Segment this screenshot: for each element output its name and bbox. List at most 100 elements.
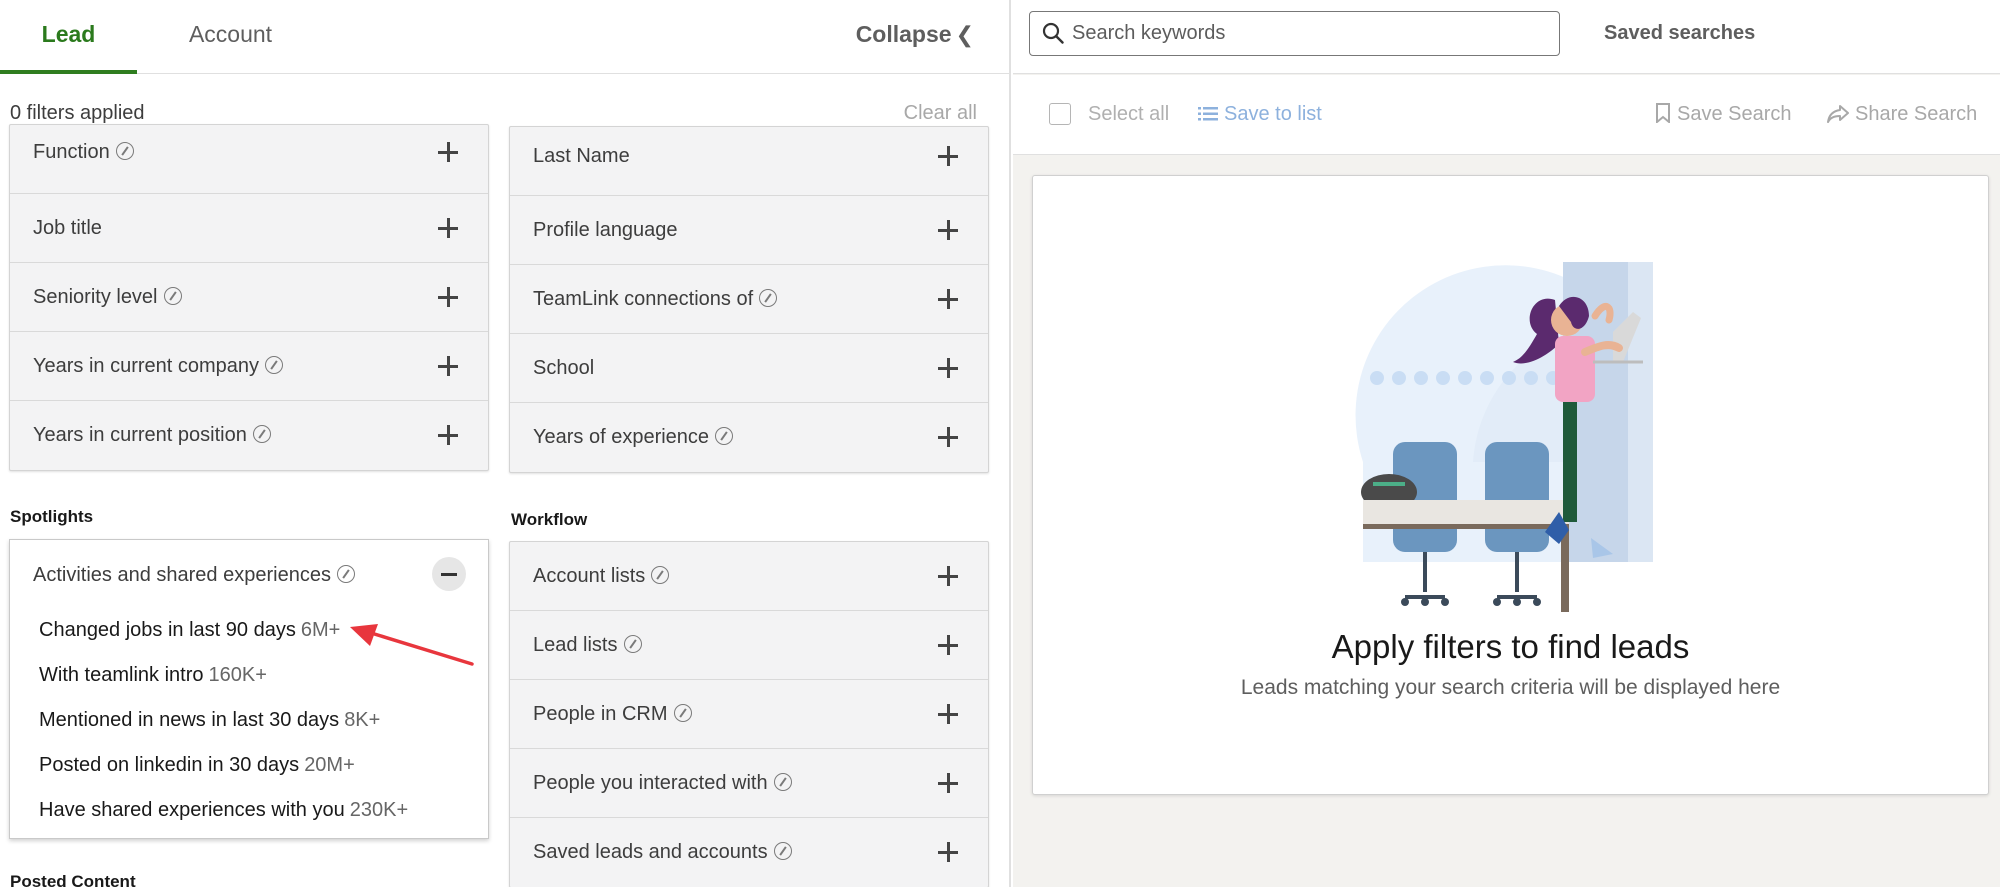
filter-teamlink-connections[interactable]: TeamLink connections of	[510, 265, 988, 334]
spotlight-option-count: 20M+	[304, 754, 355, 776]
filter-people-interacted-with[interactable]: People you interacted with	[510, 749, 988, 818]
lead-filters-column-right: Last Name Profile language TeamLink conn…	[509, 126, 989, 473]
filter-tabs: Lead Account Collapse❮	[0, 0, 1009, 74]
info-icon	[252, 425, 271, 443]
plus-icon[interactable]	[938, 773, 958, 793]
list-icon	[1198, 107, 1218, 121]
filter-function[interactable]: Function	[10, 125, 488, 194]
info-icon	[673, 704, 692, 722]
saved-searches-button[interactable]: Saved searches	[1604, 22, 1756, 44]
tab-account[interactable]: Account	[188, 21, 273, 47]
share-search-button[interactable]: Share Search	[1827, 103, 1977, 126]
workflow-filters: Account lists Lead lists People in CRM P…	[509, 541, 989, 887]
filter-account-lists[interactable]: Account lists	[510, 542, 988, 611]
plus-icon[interactable]	[438, 287, 458, 307]
spotlight-option-label: Posted on linkedin in 30 days	[39, 754, 300, 776]
filter-label: School	[533, 357, 595, 379]
filter-label: Account lists	[533, 565, 646, 587]
info-icon	[265, 356, 284, 374]
tab-lead[interactable]: Lead	[0, 0, 137, 74]
clear-all-button[interactable]: Clear all	[903, 102, 977, 124]
filters-summary-bar: 0 filters applied Clear all	[0, 74, 1009, 154]
info-icon	[773, 773, 792, 791]
filter-label: TeamLink connections of	[533, 288, 754, 310]
plus-icon[interactable]	[938, 427, 958, 447]
filter-label: Last Name	[533, 145, 630, 167]
empty-state-subtitle: Leads matching your search criteria will…	[1240, 676, 1781, 699]
filter-label: Function	[33, 141, 110, 163]
plus-icon[interactable]	[938, 842, 958, 862]
filter-label: Years of experience	[533, 426, 710, 448]
filter-profile-language[interactable]: Profile language	[510, 196, 988, 265]
plus-icon[interactable]	[938, 220, 958, 240]
info-icon	[336, 565, 355, 583]
plus-icon[interactable]	[938, 289, 958, 309]
filter-lead-lists[interactable]: Lead lists	[510, 611, 988, 680]
search-field[interactable]	[1029, 11, 1560, 56]
results-empty-state: Apply filters to find leads Leads matchi…	[1032, 175, 1989, 795]
search-input[interactable]	[1072, 12, 1552, 54]
minus-icon[interactable]	[432, 557, 466, 591]
save-search-label: Save Search	[1677, 103, 1792, 125]
filter-label: Saved leads and accounts	[533, 841, 768, 863]
spotlight-option-count: 160K+	[208, 664, 267, 686]
spotlights-filter-expanded: Activities and shared experiences Change…	[9, 539, 489, 839]
plus-icon[interactable]	[438, 356, 458, 376]
plus-icon[interactable]	[938, 146, 958, 166]
filter-label: Activities and shared experiences	[33, 564, 331, 586]
filter-label: People in CRM	[533, 703, 668, 725]
save-to-list-button[interactable]: Save to list	[1198, 103, 1322, 126]
filter-label: Lead lists	[533, 634, 618, 656]
filter-years-in-current-company[interactable]: Years in current company	[10, 332, 488, 401]
filter-saved-leads-and-accounts[interactable]: Saved leads and accounts	[510, 818, 988, 887]
info-icon	[623, 635, 642, 653]
spotlight-option-label: With teamlink intro	[39, 664, 204, 686]
filter-label: People you interacted with	[533, 772, 768, 794]
info-icon	[715, 427, 734, 445]
info-icon	[163, 287, 182, 305]
save-to-list-label: Save to list	[1224, 103, 1322, 125]
collapse-button[interactable]: Collapse❮	[856, 0, 974, 68]
empty-state-title: Apply filters to find leads	[1331, 628, 1690, 665]
collapse-label: Collapse	[855, 21, 952, 47]
filter-job-title[interactable]: Job title	[10, 194, 488, 263]
plus-icon[interactable]	[938, 704, 958, 724]
plus-icon[interactable]	[938, 358, 958, 378]
spotlights-heading: Spotlights	[10, 507, 94, 526]
spotlight-option-count: 230K+	[349, 799, 409, 821]
chevron-left-icon: ❮	[955, 22, 974, 47]
plus-icon[interactable]	[938, 566, 958, 586]
info-icon	[759, 289, 778, 307]
plus-icon[interactable]	[438, 425, 458, 445]
share-arrow-icon	[1827, 105, 1849, 123]
plus-icon[interactable]	[438, 218, 458, 238]
spotlight-option-label: Mentioned in news in last 30 days	[39, 709, 340, 731]
filter-panel: Lead Account Collapse❮ 0 filters applied…	[0, 0, 1011, 887]
filter-label: Seniority level	[33, 286, 158, 308]
filters-applied-count: 0 filters applied	[10, 102, 145, 124]
filter-seniority-level[interactable]: Seniority level	[10, 263, 488, 332]
spotlights-header[interactable]: Activities and shared experiences	[10, 540, 488, 610]
save-search-button[interactable]: Save Search	[1655, 103, 1792, 126]
lead-filters-column-left: Function Job title Seniority level Years…	[9, 124, 489, 471]
annotation-arrow-icon	[350, 624, 474, 666]
filter-people-in-crm[interactable]: People in CRM	[510, 680, 988, 749]
filter-years-of-experience[interactable]: Years of experience	[510, 403, 988, 472]
spotlight-option-count: 6M+	[300, 619, 341, 641]
filter-school[interactable]: School	[510, 334, 988, 403]
filter-last-name[interactable]: Last Name	[510, 127, 988, 196]
spotlight-option-label: Changed jobs in last 90 days	[39, 619, 296, 641]
info-icon	[115, 142, 134, 160]
plus-icon[interactable]	[438, 142, 458, 162]
bookmark-icon	[1656, 103, 1670, 123]
plus-icon[interactable]	[938, 635, 958, 655]
select-all-checkbox[interactable]	[1049, 103, 1071, 125]
filter-years-in-current-position[interactable]: Years in current position	[10, 401, 488, 470]
posted-content-heading: Posted Content	[10, 872, 136, 887]
share-search-label: Share Search	[1855, 103, 1978, 125]
